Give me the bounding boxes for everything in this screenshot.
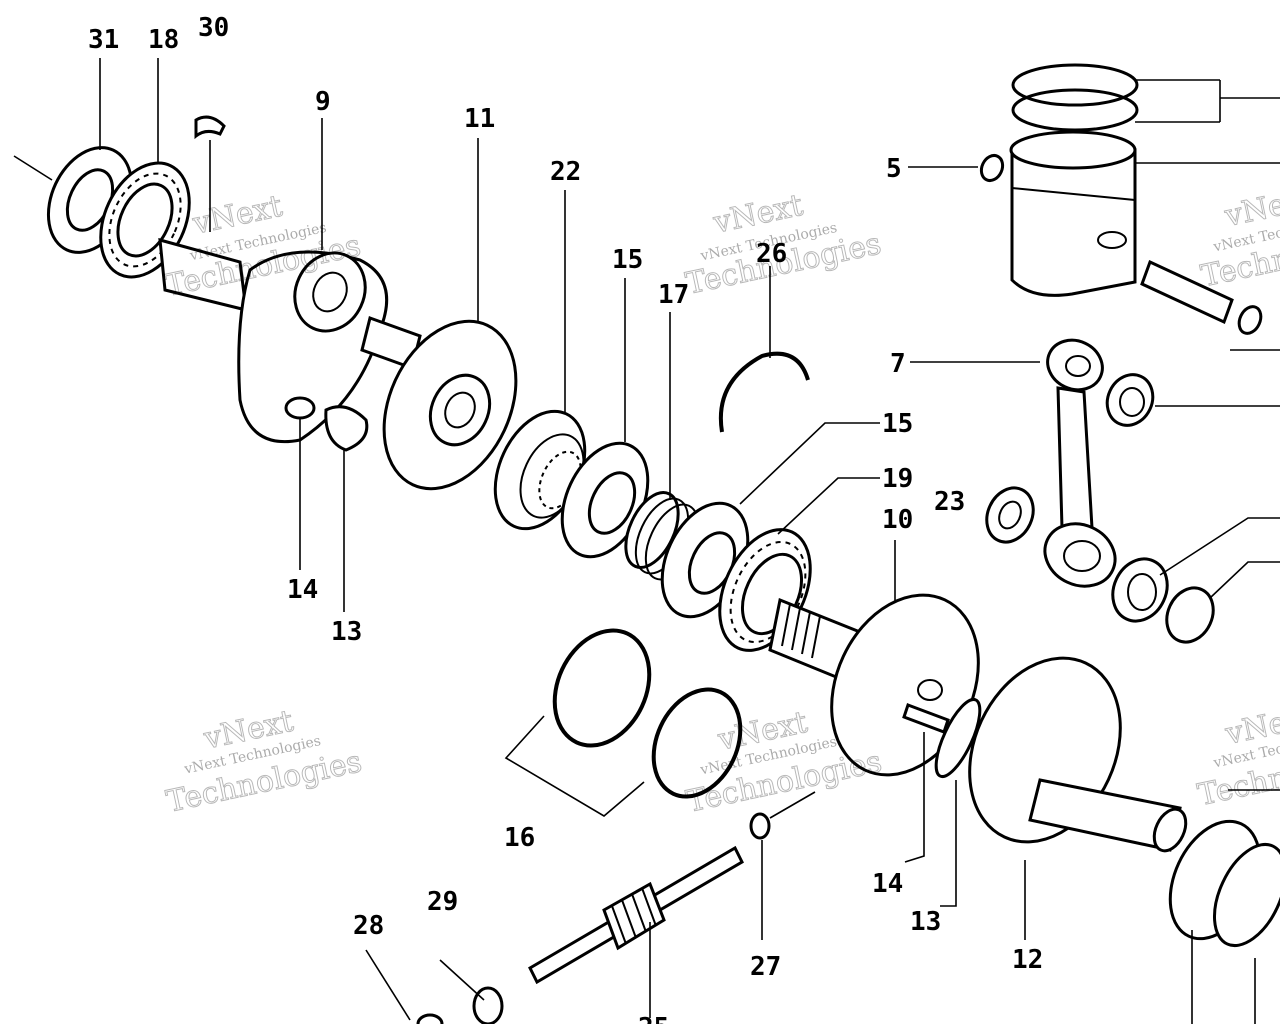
label-10: 10	[882, 505, 913, 535]
label-11: 11	[464, 104, 495, 134]
label-29: 29	[427, 887, 458, 917]
label-30: 30	[198, 13, 229, 43]
label-26: 26	[756, 239, 787, 269]
nut-28	[365, 949, 444, 1024]
watermark-bottom-right: vNext vNext Technologies Technologies	[1194, 699, 1280, 814]
label-18: 18	[148, 25, 179, 55]
crank-pin-14	[284, 396, 316, 570]
rings-16	[504, 628, 743, 817]
washer-13	[324, 405, 369, 612]
label-15-upper: 15	[612, 245, 643, 275]
label-31: 31	[88, 25, 119, 55]
thrust-washer-lower	[1165, 561, 1280, 644]
part-labels: 31 18 30 9 11 22 15 17 26 5 7 15 19 10 2…	[88, 13, 1043, 1024]
crank-web-12	[968, 656, 1188, 853]
label-12: 12	[1012, 945, 1043, 975]
label-7: 7	[890, 349, 906, 379]
needle-bearing-upper	[1105, 373, 1280, 427]
washer-27	[749, 791, 816, 940]
connecting-rod-7	[910, 338, 1117, 588]
piston-clip-5	[908, 153, 1005, 183]
leader-lines	[99, 58, 1280, 1024]
label-13-left: 13	[331, 617, 362, 647]
label-22: 22	[550, 157, 581, 187]
label-17: 17	[658, 280, 689, 310]
washer-29	[439, 959, 504, 1024]
watermark-top-right: vNext vNext Technologies Technologies	[1198, 181, 1280, 295]
label-15-lower: 15	[882, 409, 913, 439]
seal-15-upper	[560, 441, 650, 559]
thrust-washer-23	[985, 486, 1035, 544]
washer-13b	[934, 697, 982, 779]
circlip-26	[718, 351, 810, 433]
label-13-right: 13	[910, 907, 941, 937]
watermark-top-center: vNext vNext Technologies Technologies	[682, 187, 884, 302]
piston-pin	[1140, 259, 1280, 351]
needle-bearing-lower	[1111, 517, 1280, 623]
right-bearing	[1168, 819, 1280, 948]
crank-web-11	[382, 319, 518, 491]
label-16: 16	[504, 823, 535, 853]
drive-shaft-25	[528, 845, 744, 985]
label-28: 28	[353, 911, 384, 941]
label-14-left: 14	[287, 575, 318, 605]
label-9: 9	[315, 87, 331, 117]
piston	[1009, 130, 1280, 297]
piston-rings	[1011, 63, 1280, 132]
label-5: 5	[886, 154, 902, 184]
label-19: 19	[882, 464, 913, 494]
label-25: 25	[638, 1013, 669, 1024]
watermark-bottom-left: vNext vNext Technologies Technologies	[163, 703, 365, 820]
label-14-right: 14	[872, 869, 903, 899]
label-23: 23	[934, 487, 965, 517]
woodruff-key-30	[194, 115, 226, 140]
label-27: 27	[750, 952, 781, 982]
